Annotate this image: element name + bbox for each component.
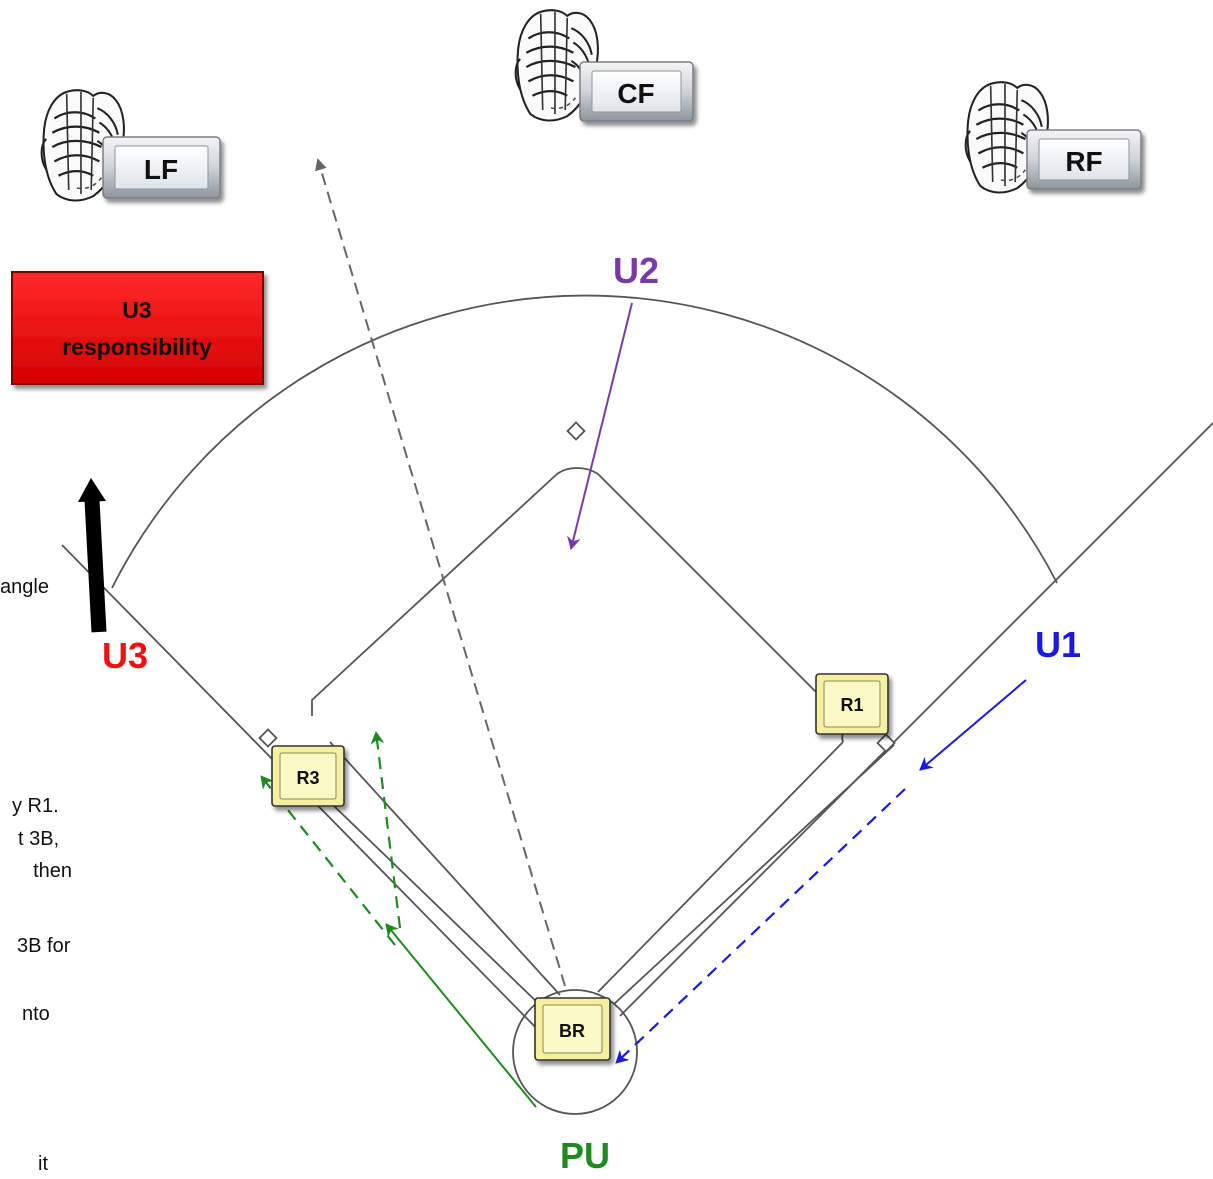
side-note-line: 3B for	[17, 935, 71, 957]
right-foul-line	[619, 422, 1213, 1017]
clipped-side-notes: angle y R1. t 3B, then 3B for nto it	[0, 576, 72, 1175]
pu-dashed-arrow-to-third	[260, 775, 396, 946]
side-note-line: it	[38, 1153, 48, 1175]
side-note-line: then	[22, 860, 72, 882]
pu-dashed-arrow-up	[370, 731, 402, 929]
pu-movement-arrow	[385, 923, 537, 1108]
third-base	[258, 728, 278, 748]
r3-label: R3	[296, 768, 319, 788]
batted-ball-path-arrow	[315, 158, 566, 987]
second-base-cutout	[556, 467, 599, 475]
first-base	[876, 733, 896, 753]
pu-label: PU	[560, 1135, 610, 1176]
u1-dashed-arrow-to-home	[615, 788, 906, 1064]
runner-r1	[815, 673, 889, 735]
side-note-line: nto	[22, 1003, 50, 1025]
outfielder-cf: CF	[514, 9, 694, 122]
rf-label: RF	[1065, 146, 1102, 177]
first-base-path-inner	[597, 741, 844, 993]
first-base-path-outer	[613, 744, 895, 1005]
outfielder-rf: RF	[964, 81, 1142, 194]
cf-label: CF	[617, 78, 654, 109]
u1-label: U1	[1035, 624, 1081, 665]
responsibility-line-1: U3	[122, 297, 151, 323]
r1-label: R1	[840, 695, 863, 715]
br-label: BR	[559, 1021, 585, 1041]
side-note-line: y R1.	[12, 795, 59, 817]
side-note-line: t 3B,	[18, 828, 59, 850]
u3-label: U3	[102, 635, 148, 676]
infield-grass-right	[597, 473, 821, 697]
runner-br	[534, 997, 611, 1061]
u3-responsibility-box: U3 responsibility	[11, 271, 264, 385]
u2-movement-arrow	[567, 302, 633, 550]
home-plate-circle	[512, 989, 638, 1115]
infield-grass-left	[311, 473, 558, 716]
outfield-fence	[111, 294, 1058, 589]
u1-movement-arrow	[919, 679, 1027, 771]
u2-label: U2	[613, 250, 659, 291]
responsibility-line-2: responsibility	[62, 334, 212, 360]
side-note-line: angle	[0, 576, 49, 598]
lf-label: LF	[144, 154, 178, 185]
runner-r3	[271, 745, 345, 807]
u3-movement-arrow	[78, 478, 107, 633]
baseball-field	[61, 294, 1213, 1115]
third-base-path-inner	[329, 741, 561, 996]
outfielder-lf: LF	[40, 89, 221, 202]
second-base	[566, 421, 586, 441]
